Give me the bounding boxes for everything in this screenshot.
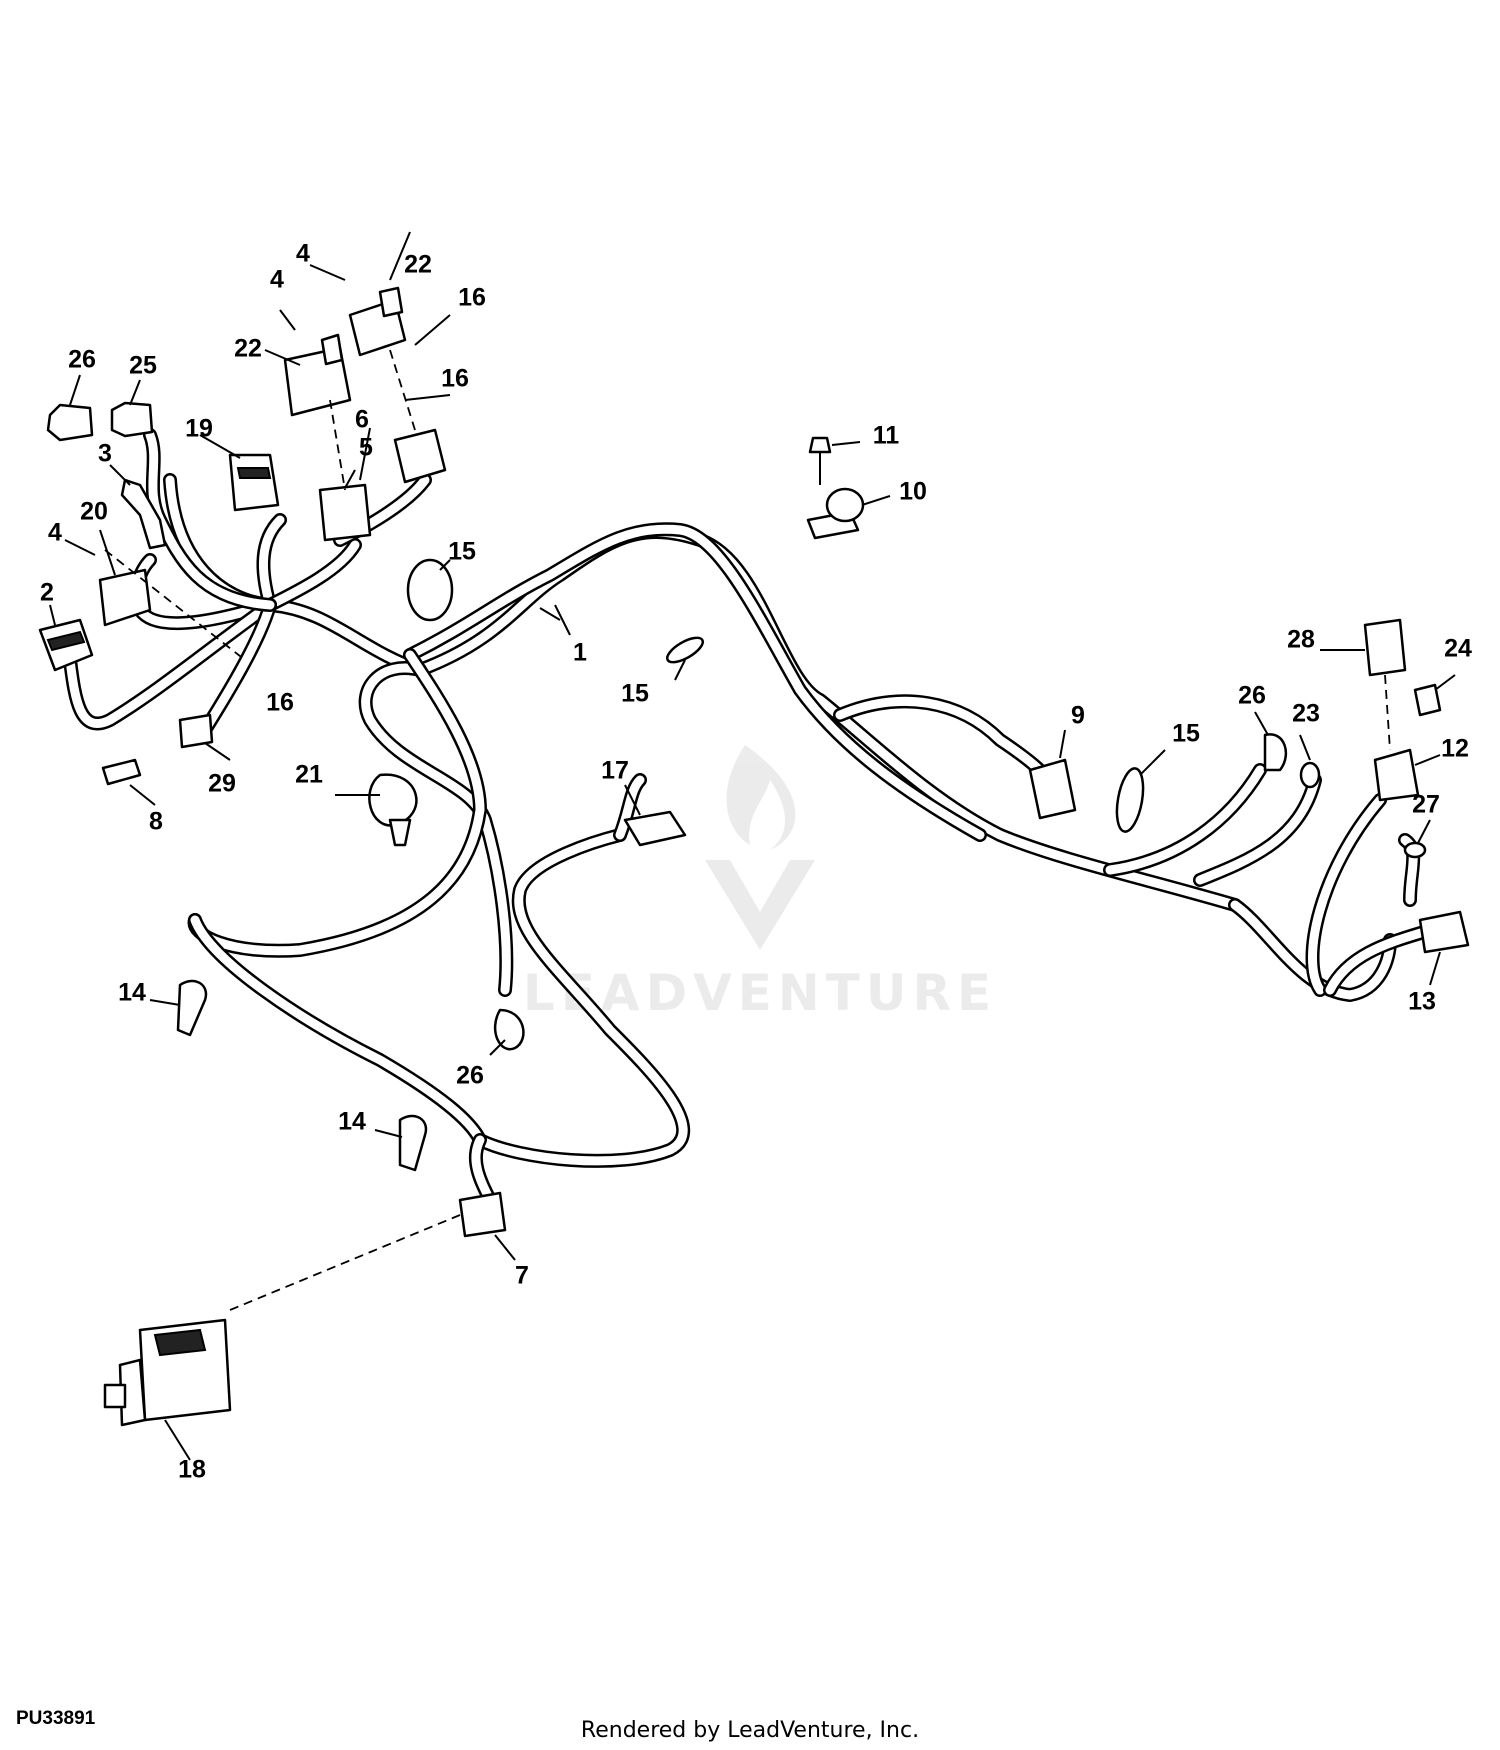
- callout-9: 9: [1071, 702, 1085, 730]
- callout-4-left: 4: [48, 519, 62, 547]
- callout-13: 11: [873, 422, 900, 450]
- callout-29: 28: [1287, 626, 1315, 654]
- connector-19: [228, 453, 280, 512]
- fuse-8: [101, 758, 142, 786]
- switch-18-rocker: [153, 1328, 207, 1357]
- callout-26-low: 26: [456, 1062, 484, 1090]
- callout-15-left: 15: [448, 538, 476, 566]
- callout-4-top: 4: [296, 240, 310, 268]
- callout-4-mid: 4: [270, 266, 284, 294]
- callout-1: 1: [573, 639, 587, 667]
- callout-18: 18: [178, 1456, 206, 1484]
- callout-16-mid: 16: [441, 365, 469, 393]
- clip-14-a: [176, 979, 208, 1037]
- fuse-holder-cap-29: [1363, 618, 1407, 677]
- reference-code: PU33891: [16, 1708, 96, 1729]
- relay-22-right-bracket: [378, 286, 404, 318]
- diode-21: [368, 773, 418, 827]
- callout-8: 8: [149, 808, 163, 836]
- clamp-12-loop: [825, 487, 865, 523]
- clip-14-b: [398, 1114, 428, 1172]
- relay-20: [98, 568, 152, 627]
- diode-21-body: [388, 818, 412, 847]
- callout-12: 10: [899, 478, 927, 506]
- callout-15-mid: 15: [621, 680, 649, 708]
- callout-26-top: 26: [68, 346, 96, 374]
- callout-2: 2: [40, 579, 54, 607]
- callout-21: 21: [295, 761, 323, 789]
- connector-2-pins: [46, 630, 86, 652]
- callout-28: 27: [1412, 791, 1440, 819]
- tie-strap-15-c: [1115, 767, 1145, 833]
- connector-26: [46, 403, 94, 442]
- fuse-24: [1413, 683, 1442, 717]
- connector-30: [178, 713, 214, 749]
- callout-7: 7: [515, 1262, 529, 1290]
- tie-strap-15-a: [406, 558, 454, 622]
- connector-19-pins: [236, 467, 272, 479]
- connector-25: [110, 401, 154, 438]
- callout-16-top: 16: [458, 284, 486, 312]
- connector-7: [458, 1191, 507, 1238]
- relay-22-left: [283, 346, 352, 417]
- tie-strap-15-b: [665, 636, 705, 664]
- connector-11: [1418, 910, 1470, 954]
- callout-24: 24: [1444, 635, 1472, 663]
- callout-17: 17: [601, 757, 629, 785]
- callout-11: 13: [1408, 988, 1436, 1016]
- relay-socket-6: [393, 428, 447, 484]
- relay-22-left-bracket: [320, 333, 344, 366]
- callout-20: 20: [80, 498, 108, 526]
- bolt-13: [808, 436, 832, 454]
- callout-22-left: 22: [234, 335, 262, 363]
- callout-23: 23: [1292, 700, 1320, 728]
- ring-terminal-27: [1263, 733, 1288, 772]
- switch-18-plunger: [103, 1383, 127, 1409]
- callout-22-top: 22: [404, 251, 432, 279]
- callout-15-right: 15: [1172, 720, 1200, 748]
- leader-lines: [49, 231, 1456, 1461]
- connector-9: [1028, 758, 1077, 820]
- terminal-23: [1299, 761, 1321, 789]
- callout-5: 5: [359, 434, 373, 462]
- ring-terminal-26-lower: [493, 1008, 525, 1051]
- callout-6: 6: [355, 406, 369, 434]
- callout-10: 12: [1441, 735, 1469, 763]
- connector-3: [120, 478, 167, 550]
- callouts: 4 22 4 16 22 16 26 25 6 19 3 5 11 10 20 …: [40, 240, 1472, 1484]
- callout-25: 25: [129, 352, 157, 380]
- module-17: [623, 810, 687, 847]
- relay-socket-5: [318, 483, 372, 542]
- callout-3: 3: [98, 440, 112, 468]
- footer-credit: Rendered by LeadVenture, Inc.: [580, 1718, 920, 1743]
- ring-terminal-28: [1403, 841, 1427, 859]
- components: [38, 286, 1470, 1427]
- callout-14-left: 14: [118, 979, 146, 1007]
- callout-30: 29: [208, 770, 236, 798]
- callout-16-low: 16: [266, 689, 294, 717]
- callout-27: 26: [1238, 682, 1266, 710]
- callout-19: 19: [185, 415, 213, 443]
- fuse-holder-10: [1373, 748, 1420, 802]
- callout-14-low: 14: [338, 1108, 366, 1136]
